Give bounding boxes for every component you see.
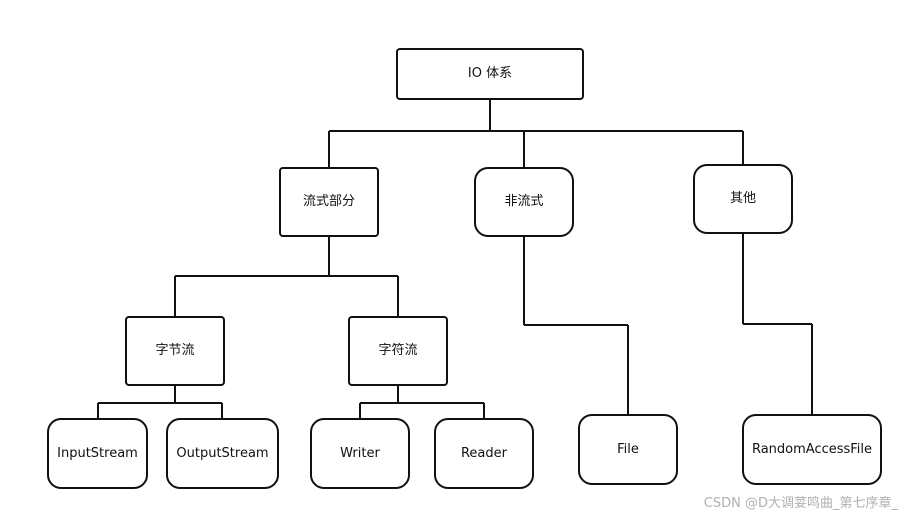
node-io-system-label: IO 体系 [467,66,513,82]
node-output-stream: OutputStream [166,418,279,489]
node-output-stream-label: OutputStream [176,445,269,461]
node-file: File [578,414,678,485]
node-input-stream-label: InputStream [57,445,138,461]
node-input-stream: InputStream [47,418,148,489]
node-random-access-file: RandomAccessFile [742,414,882,485]
node-reader: Reader [434,418,534,489]
node-byte-stream-label: 字节流 [155,343,195,359]
node-stream-part: 流式部分 [279,167,379,237]
node-io-system: IO 体系 [396,48,584,100]
node-reader-label: Reader [460,445,507,461]
node-other-label: 其他 [729,191,756,207]
node-other: 其他 [693,164,793,234]
node-stream-part-label: 流式部分 [302,194,355,210]
node-char-stream-label: 字符流 [378,343,418,359]
watermark-text: CSDN @D大调荽鸣曲_第七序章_ [703,496,898,511]
node-byte-stream: 字节流 [125,316,225,386]
node-non-stream: 非流式 [474,167,574,237]
node-writer: Writer [310,418,410,489]
node-writer-label: Writer [340,445,380,461]
node-non-stream-label: 非流式 [504,194,544,210]
node-random-access-file-label: RandomAccessFile [751,441,873,457]
node-char-stream: 字符流 [348,316,448,386]
node-file-label: File [617,441,639,457]
